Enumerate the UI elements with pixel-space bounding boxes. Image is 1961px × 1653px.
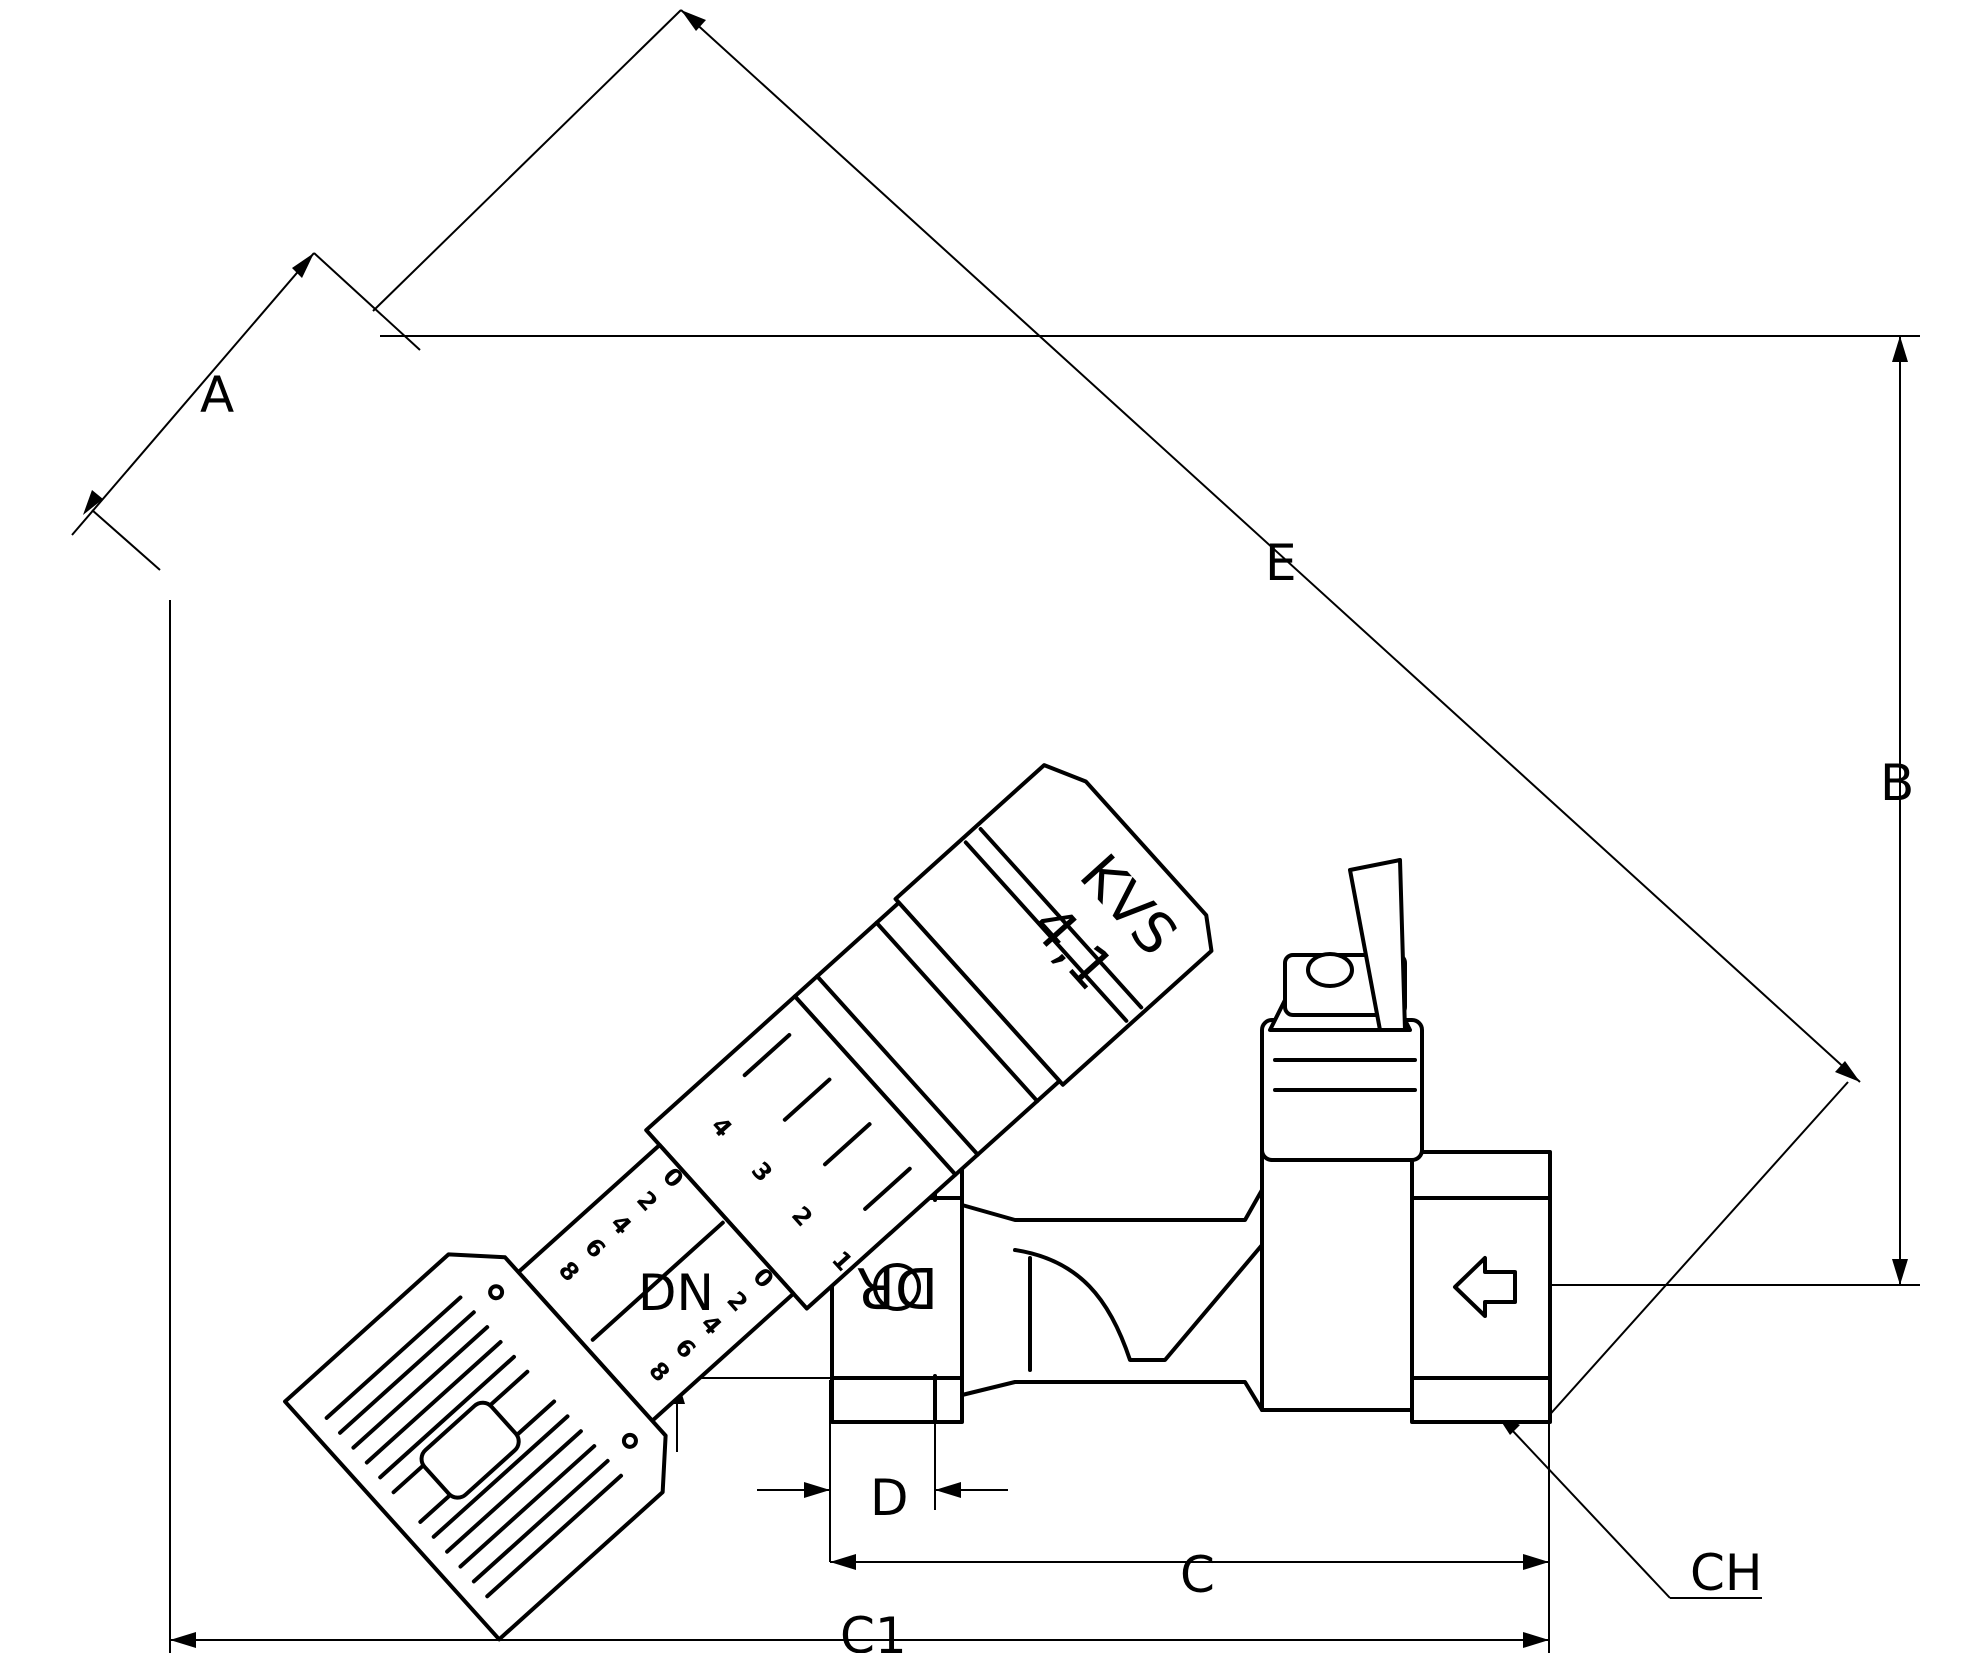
- dim-c1-label: C1: [840, 1607, 907, 1653]
- measuring-tap: [1260, 858, 1424, 1162]
- dimension-labels: A B C C1 D DN E CH: [200, 366, 1914, 1653]
- dim-ch-label: CH: [1690, 1544, 1763, 1602]
- dim-b-label: B: [1880, 754, 1914, 812]
- dim-e-label: E: [1265, 534, 1297, 592]
- dim-d-label: D: [870, 1469, 909, 1527]
- svg-text:DR: DR: [856, 1254, 938, 1319]
- angled-bonnet: KVS 4,1 4 3 2 1 8 6 4 2 0 8 6 4: [283, 763, 1214, 1642]
- dr-logo: DR: [856, 1254, 938, 1319]
- handwheel-grip: [324, 1295, 624, 1599]
- dim-c-label: C: [1180, 1546, 1215, 1604]
- dim-a-label: A: [200, 366, 234, 424]
- dim-dn-label: DN: [638, 1264, 714, 1322]
